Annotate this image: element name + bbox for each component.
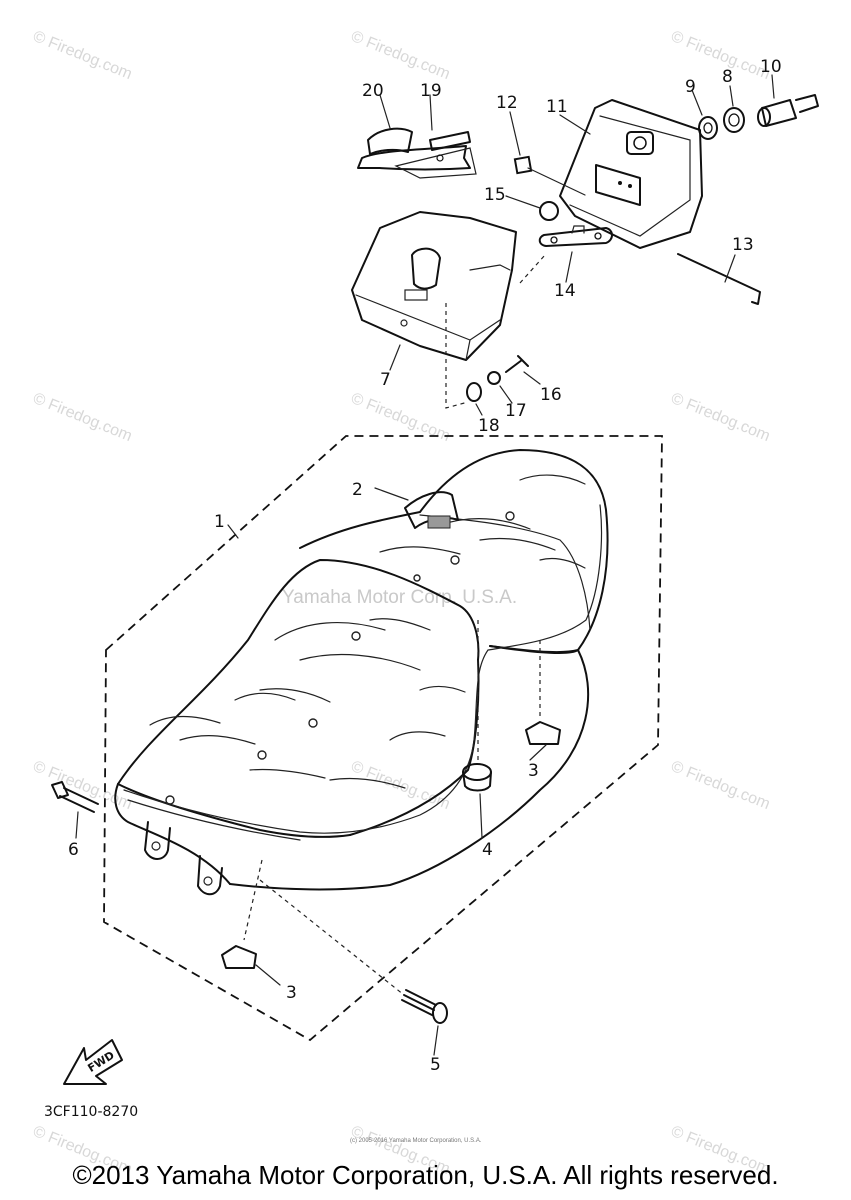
part-4-damper	[462, 763, 492, 792]
lock-set	[698, 94, 819, 140]
callout-8: 8	[722, 67, 733, 87]
hardware-16-17-18	[445, 303, 529, 409]
callout-14: 14	[554, 281, 576, 301]
part-12	[513, 155, 533, 175]
callout-6: 6	[68, 840, 79, 860]
watermark: © Firedog.com	[669, 28, 773, 83]
callout-9: 9	[685, 77, 696, 97]
watermark: © Firedog.com	[31, 758, 135, 813]
part-3-clip	[221, 945, 257, 969]
part-3-clip	[525, 721, 561, 745]
callout-4: 4	[482, 840, 493, 860]
part-13-rod	[677, 253, 761, 305]
leader-lines	[75, 74, 775, 1056]
part-7-cowl	[351, 211, 517, 361]
callout-18: 18	[478, 416, 500, 436]
callout-20: 20	[362, 81, 384, 101]
watermark: © Firedog.com	[669, 758, 773, 813]
callout-16: 16	[540, 385, 562, 405]
callout-12: 12	[496, 93, 518, 113]
watermark: © Firedog.com	[31, 28, 135, 83]
callout-1: 1	[214, 512, 225, 532]
tiny-copyright: (c) 2005-2016 Yamaha Motor Corporation, …	[350, 1138, 482, 1144]
seat-assembly	[114, 449, 609, 896]
callout-19: 19	[420, 81, 442, 101]
callout-7: 7	[380, 370, 391, 390]
part-15	[539, 201, 559, 221]
part-14-plate	[538, 225, 613, 247]
watermarks: © Firedog.com © Firedog.com © Firedog.co…	[31, 28, 773, 1178]
fwd-arrow-icon: FWD	[63, 1039, 123, 1085]
watermark: © Firedog.com	[31, 390, 135, 445]
callout-13: 13	[732, 235, 754, 255]
callout-3: 3	[528, 761, 539, 781]
callout-11: 11	[546, 97, 568, 117]
callout-17: 17	[505, 401, 527, 421]
center-watermark: Yamaha Motor Corp. U.S.A.	[282, 587, 517, 608]
callouts: 1 2 3 3 4 5 6 7 8 9 10 11 12 13 14 15 16…	[68, 57, 782, 1075]
part-11-box	[559, 99, 703, 249]
copyright-footer: ©2013 Yamaha Motor Corporation, U.S.A. A…	[72, 1160, 779, 1190]
watermark: © Firedog.com	[669, 390, 773, 445]
callout-3: 3	[286, 983, 297, 1003]
part-code: 3CF110-8270	[44, 1104, 138, 1120]
callout-5: 5	[430, 1055, 441, 1075]
watermark: © Firedog.com	[349, 28, 453, 83]
callout-15: 15	[484, 185, 506, 205]
part-6-bolt	[51, 781, 99, 813]
seat-assembly-boundary	[103, 435, 663, 1042]
callout-10: 10	[760, 57, 782, 77]
part-5-bolt	[401, 989, 448, 1024]
callout-2: 2	[352, 480, 363, 500]
part-19-20-strap	[357, 127, 477, 179]
